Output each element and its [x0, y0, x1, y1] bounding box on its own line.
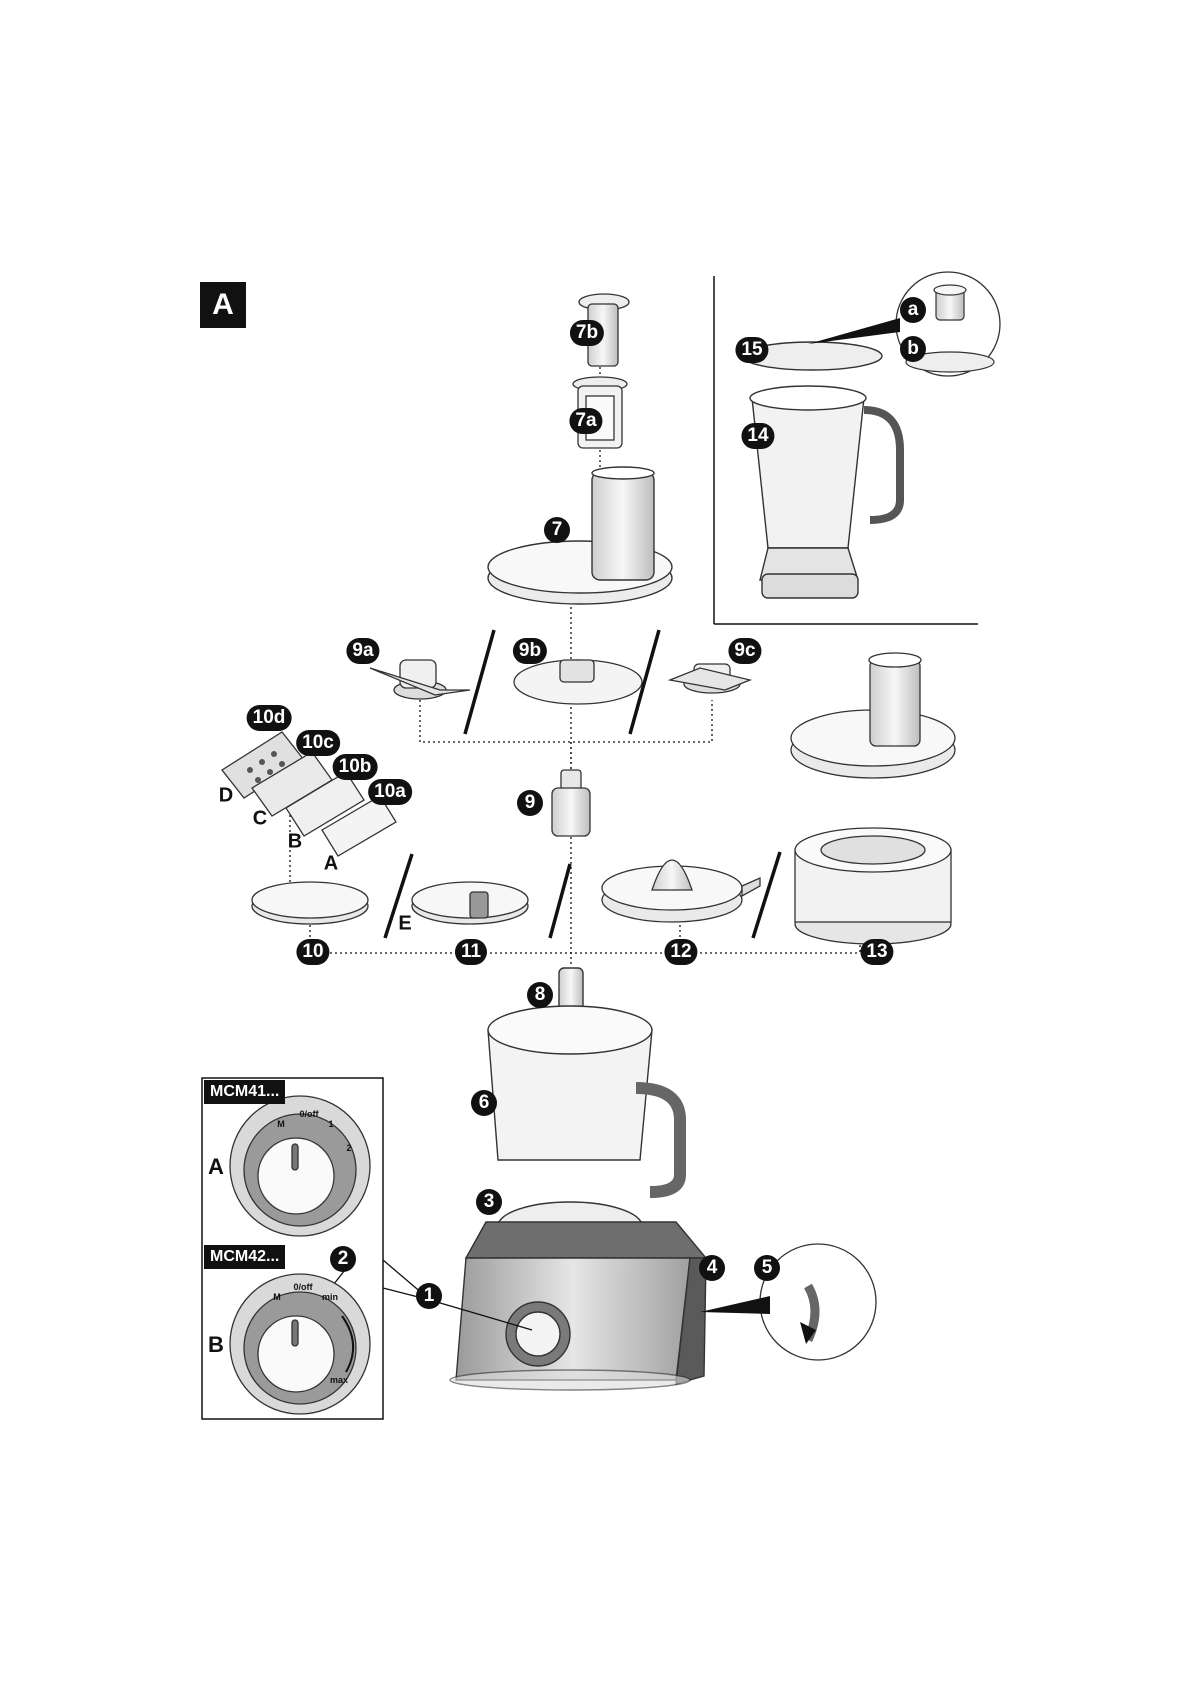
callout-3: 3	[476, 1189, 502, 1215]
callout-7a: 7a	[569, 408, 603, 434]
callout-9b: 9b	[512, 638, 548, 664]
callout-7b: 7b	[569, 320, 605, 346]
callout-7: 7	[544, 517, 570, 543]
callout-10: 10	[296, 939, 330, 965]
switch-letter-a: A	[208, 1154, 224, 1179]
callout-14: 14	[741, 423, 775, 449]
model-label-mcm42: MCM42...	[204, 1245, 286, 1269]
model-label-mcm41: MCM41...	[204, 1080, 286, 1104]
callout-15: 15	[735, 337, 769, 363]
dial-a-off: 0/off	[299, 1109, 319, 1119]
callout-13: 13	[860, 939, 894, 965]
callout-9: 9	[517, 790, 543, 816]
callout-1: 1	[416, 1283, 442, 1309]
callout-2: 2	[330, 1246, 356, 1272]
insert-letter-c: C	[252, 807, 268, 830]
insert-letter-d: D	[218, 784, 234, 807]
insert-letter-e: E	[398, 912, 412, 935]
dial-a-m: M	[277, 1119, 285, 1129]
callout-9a: 9a	[346, 638, 380, 664]
callout-12: 12	[664, 939, 698, 965]
callout-10d: 10d	[246, 705, 292, 731]
callout-10a: 10a	[368, 779, 412, 805]
switch-letter-b: B	[208, 1332, 224, 1357]
insert-letter-a: A	[323, 852, 339, 875]
dial-b-off: 0/off	[293, 1282, 313, 1292]
figure-label: A	[200, 282, 246, 328]
callout-9c: 9c	[728, 638, 762, 664]
callout-b: b	[900, 336, 926, 362]
callout-10b: 10b	[332, 754, 378, 780]
callout-8: 8	[527, 982, 553, 1008]
dial-b-max: max	[329, 1375, 349, 1385]
callout-11: 11	[454, 939, 488, 965]
callout-4: 4	[699, 1255, 725, 1281]
dial-b-min: min	[321, 1292, 339, 1302]
callout-6: 6	[471, 1090, 497, 1116]
callout-a: a	[900, 297, 926, 323]
insert-letter-b: B	[287, 830, 303, 853]
callout-10c: 10c	[296, 730, 340, 756]
dial-a-2: 2	[346, 1143, 352, 1153]
dial-a-1: 1	[328, 1119, 334, 1129]
callout-5: 5	[754, 1255, 780, 1281]
dial-b-m: M	[273, 1292, 281, 1302]
